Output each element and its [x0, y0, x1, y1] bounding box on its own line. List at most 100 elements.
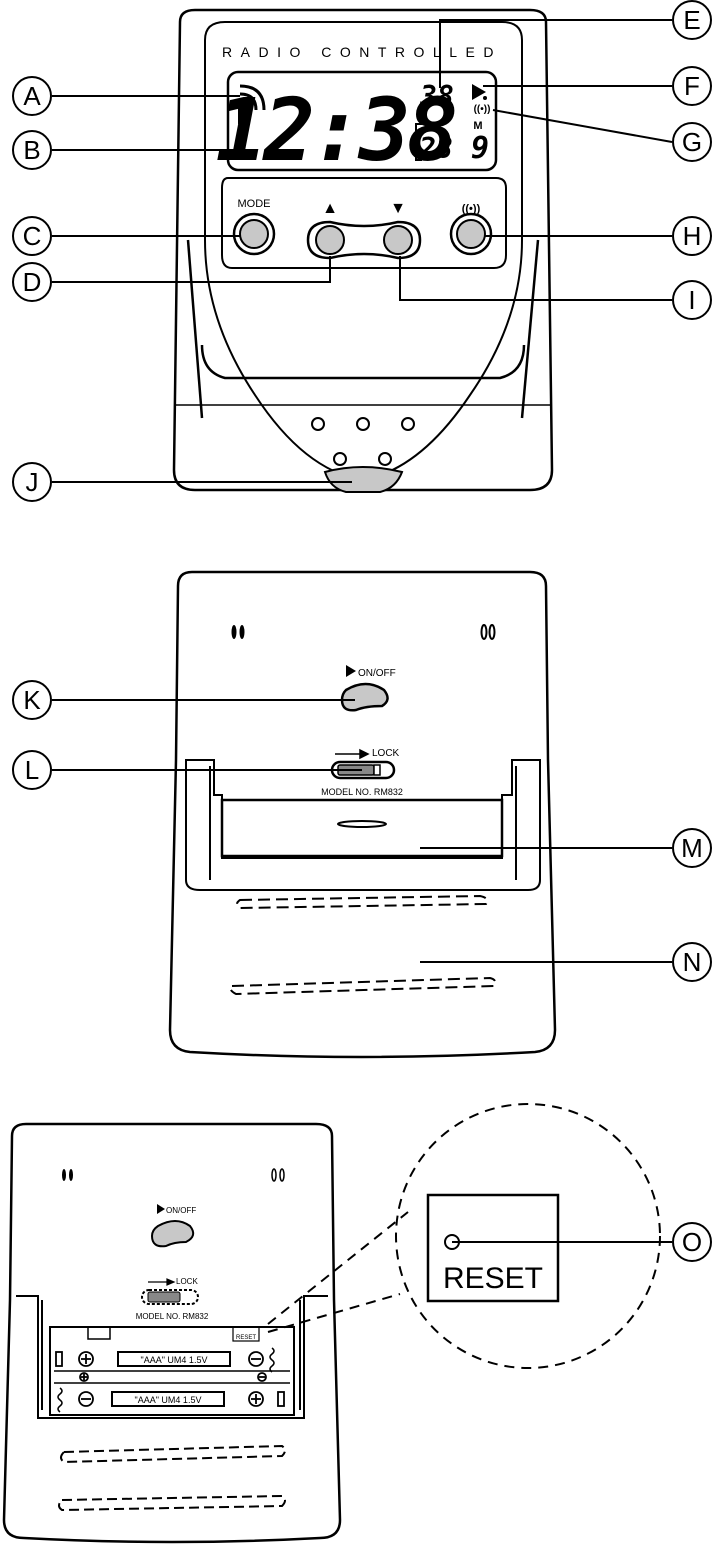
lock-arrow-icon [335, 748, 370, 760]
zoom-guide-line [267, 1293, 401, 1333]
down-arrow-label: ▼ [390, 200, 406, 217]
callout-J: J [12, 462, 52, 502]
battery-compartment-tab [87, 1326, 111, 1340]
front-side-line-left [186, 239, 204, 419]
lcd-time: 12:38 [216, 81, 455, 181]
callout-C: C [12, 216, 52, 256]
battery-view [2, 1103, 661, 1544]
svg-text:K: K [23, 685, 41, 715]
svg-text:J: J [26, 467, 39, 497]
front-vent-dot [311, 417, 325, 431]
radio-controlled-text: RADIO CONTROLLED [222, 44, 502, 60]
battery-1-label: "AAA" UM4 1.5V [141, 1355, 208, 1365]
lcd-month: 9 [471, 131, 489, 166]
lcd-date-bracket [415, 123, 422, 161]
callout-I: I [672, 280, 712, 320]
reset-zoom-label: RESET [443, 1262, 543, 1295]
battery-view-foot [58, 1494, 286, 1512]
front-lcd-window [226, 70, 498, 172]
callout-E: E [672, 0, 712, 40]
svg-text:N: N [683, 947, 702, 977]
callout-O: O [672, 1222, 712, 1262]
alarm-onoff-switch[interactable] [340, 682, 389, 712]
battery-2-label: "AAA" UM4 1.5V [135, 1395, 202, 1405]
battery-view-speaker-right [271, 1168, 285, 1182]
front-view [172, 8, 554, 493]
lock-switch[interactable] [330, 760, 396, 780]
svg-text:B: B [23, 135, 40, 165]
reset-small-box [232, 1326, 260, 1342]
lcd-month-marker: M [473, 120, 482, 132]
back-view [168, 570, 557, 1059]
back-outer-body [168, 570, 557, 1059]
svg-text:H: H [683, 221, 702, 251]
battery-view-onoff-switch[interactable] [150, 1220, 195, 1248]
reset-zoom-circle [395, 1103, 661, 1369]
back-speaker-holes-right [480, 624, 496, 640]
front-vent-dot [401, 417, 415, 431]
lcd-day: 28 [418, 132, 453, 165]
battery-view-alarm-icon [157, 1204, 165, 1214]
back-speaker-holes-left [231, 625, 245, 639]
back-onoff-label: ON/OFF [358, 668, 396, 679]
svg-text:G: G [682, 127, 702, 157]
callout-D: D [12, 262, 52, 302]
battery-view-foot [60, 1444, 286, 1464]
battery-2 [111, 1391, 225, 1407]
callout-M: M [672, 828, 712, 868]
svg-text:E: E [683, 5, 700, 35]
up-button[interactable] [315, 225, 345, 255]
battery-view-lock-label: LOCK [176, 1277, 198, 1286]
svg-text:O: O [682, 1227, 702, 1257]
callout-B: B [12, 130, 52, 170]
svg-text:M: M [681, 833, 703, 863]
battery-polarity-icons [55, 1347, 285, 1413]
front-vent-dot [356, 417, 370, 431]
front-side-line-right [520, 239, 540, 419]
front-outer-body [172, 8, 554, 492]
mode-button[interactable] [232, 212, 276, 256]
callout-K: K [12, 680, 52, 720]
svg-text:I: I [688, 285, 695, 315]
callout-L: L [12, 750, 52, 790]
front-button-panel [221, 177, 507, 269]
back-alarm-icon [346, 665, 356, 677]
back-rubber-foot [236, 894, 489, 910]
zoom-guide-line [267, 1211, 409, 1325]
callout-G: G [672, 122, 712, 162]
front-oval-face [204, 21, 523, 482]
battery-view-outer-body [2, 1122, 342, 1544]
svg-text:A: A [23, 81, 41, 111]
back-lock-label: LOCK [372, 748, 400, 759]
battery-view-model-label: MODEL NO. RM832 [136, 1312, 209, 1321]
reset-small-label: RESET [236, 1335, 256, 1341]
radio-button-label: ((•)) [462, 203, 481, 215]
battery-door-notch [337, 820, 387, 828]
front-vent-dot [333, 452, 347, 466]
callout-A: A [12, 76, 52, 116]
svg-text:F: F [684, 71, 700, 101]
back-rubber-foot [229, 976, 497, 996]
callout-N: N [672, 942, 712, 982]
back-model-label: MODEL NO. RM832 [321, 787, 403, 797]
alarm-bell-icon [472, 84, 487, 100]
svg-text:L: L [25, 755, 39, 785]
callout-H: H [672, 216, 712, 256]
front-snooze-bar[interactable] [323, 466, 404, 493]
front-vent-dot [378, 452, 392, 466]
front-lower-frame [200, 344, 526, 380]
svg-text:C: C [23, 221, 42, 251]
callout-F: F [672, 66, 712, 106]
lcd-day-marker: D [430, 120, 438, 132]
svg-text:D: D [23, 267, 42, 297]
radio-signal-button[interactable] [449, 212, 493, 256]
lcd-seconds: 38 [419, 80, 454, 113]
radio-reception-icon: ((•)) [474, 104, 491, 115]
up-arrow-label: ▲ [322, 200, 338, 217]
radio-wave-icon [238, 84, 266, 124]
battery-view-speaker-left [62, 1169, 73, 1181]
callout-leaders [52, 19, 673, 1243]
battery-view-lock-switch[interactable] [141, 1289, 199, 1305]
down-button[interactable] [383, 225, 413, 255]
